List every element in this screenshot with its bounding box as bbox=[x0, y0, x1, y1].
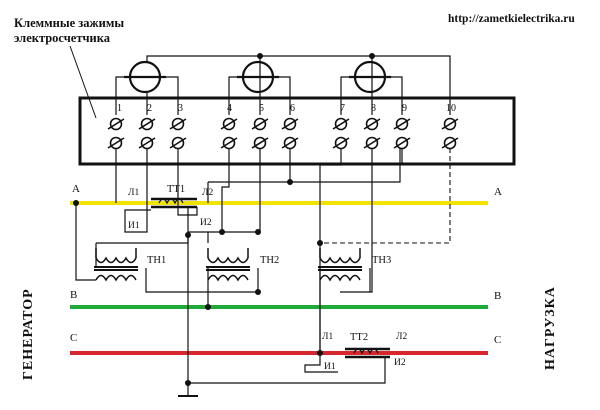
terminal-screw bbox=[332, 136, 350, 150]
terminal-screw bbox=[138, 117, 156, 131]
terminal-screw bbox=[220, 136, 238, 150]
terminal-number: 3 bbox=[178, 103, 183, 114]
terminal-number: 2 bbox=[147, 103, 152, 114]
terminal-screw bbox=[281, 136, 299, 150]
terminal-screws bbox=[107, 117, 459, 150]
terminal-number: 6 bbox=[290, 103, 295, 114]
tt2-i2-label: И2 bbox=[394, 358, 406, 368]
terminal-number: 9 bbox=[402, 103, 407, 114]
terminal-screw bbox=[441, 136, 459, 150]
tt1-l1-label: Л1 bbox=[128, 188, 139, 198]
th3-label: ТН3 bbox=[372, 255, 391, 266]
terminal-screw bbox=[281, 117, 299, 131]
terminal-screw bbox=[169, 117, 187, 131]
terminal-screw bbox=[220, 117, 238, 131]
voltage-transformer-th3 bbox=[318, 248, 362, 282]
meter-coil-3 bbox=[349, 60, 391, 94]
th2-label: ТН2 bbox=[260, 255, 279, 266]
terminal-number: 1 bbox=[117, 103, 122, 114]
callout-line bbox=[69, 45, 97, 119]
phase-c-label-right: C bbox=[494, 334, 501, 346]
voltage-transformer-th2 bbox=[206, 248, 250, 282]
voltage-transformer-th1 bbox=[94, 248, 138, 282]
lower-wiring bbox=[73, 148, 451, 397]
terminal-screw bbox=[138, 136, 156, 150]
terminal-screw bbox=[107, 117, 125, 131]
terminal-screw bbox=[251, 136, 269, 150]
tt2-i1-label: И1 bbox=[324, 362, 336, 372]
terminal-screw bbox=[251, 117, 269, 131]
tt1-i1-label: И1 bbox=[128, 221, 140, 231]
load-label: НАГРУЗКА bbox=[543, 286, 558, 370]
meter-terminal-block bbox=[78, 96, 516, 166]
phase-a-label-right: A bbox=[494, 186, 502, 198]
meter-coil-1 bbox=[124, 60, 166, 94]
terminal-screw bbox=[107, 136, 125, 150]
terminal-screw bbox=[441, 117, 459, 131]
phase-b-label-right: B bbox=[494, 290, 501, 302]
phase-c-label-left: C bbox=[70, 332, 77, 344]
title-line-1: Клеммные зажимы bbox=[14, 16, 124, 30]
terminal-number: 5 bbox=[259, 103, 264, 114]
tt2-l2-label: Л2 bbox=[396, 332, 407, 342]
terminal-screw bbox=[332, 117, 350, 131]
current-transformer-tt2 bbox=[345, 347, 390, 359]
terminal-screw bbox=[393, 117, 411, 131]
terminal-screw bbox=[363, 117, 381, 131]
th1-label: ТН1 bbox=[147, 255, 166, 266]
terminal-number: 8 bbox=[371, 103, 376, 114]
top-wiring bbox=[115, 53, 451, 115]
current-transformer-tt1 bbox=[151, 197, 197, 209]
phase-a-label-left: A bbox=[72, 183, 80, 195]
phase-b-label-left: B bbox=[70, 289, 77, 301]
terminal-screw bbox=[169, 136, 187, 150]
terminal-screw bbox=[363, 136, 381, 150]
tt1-name: ТТ1 bbox=[167, 184, 185, 195]
terminal-screw bbox=[393, 136, 411, 150]
title-line-2: электросчетчика bbox=[14, 31, 111, 45]
tt1-i2-label: И2 bbox=[200, 218, 212, 228]
generator-label: ГЕНЕРАТОР bbox=[21, 288, 36, 380]
source-url: http://zametkielectrika.ru bbox=[448, 13, 575, 25]
terminal-number: 7 bbox=[340, 103, 345, 114]
tt2-name: ТТ2 bbox=[350, 332, 368, 343]
tt2-l1-label: Л1 bbox=[322, 332, 333, 342]
meter-coil-2 bbox=[237, 60, 279, 94]
terminal-number: 10 bbox=[446, 103, 456, 114]
